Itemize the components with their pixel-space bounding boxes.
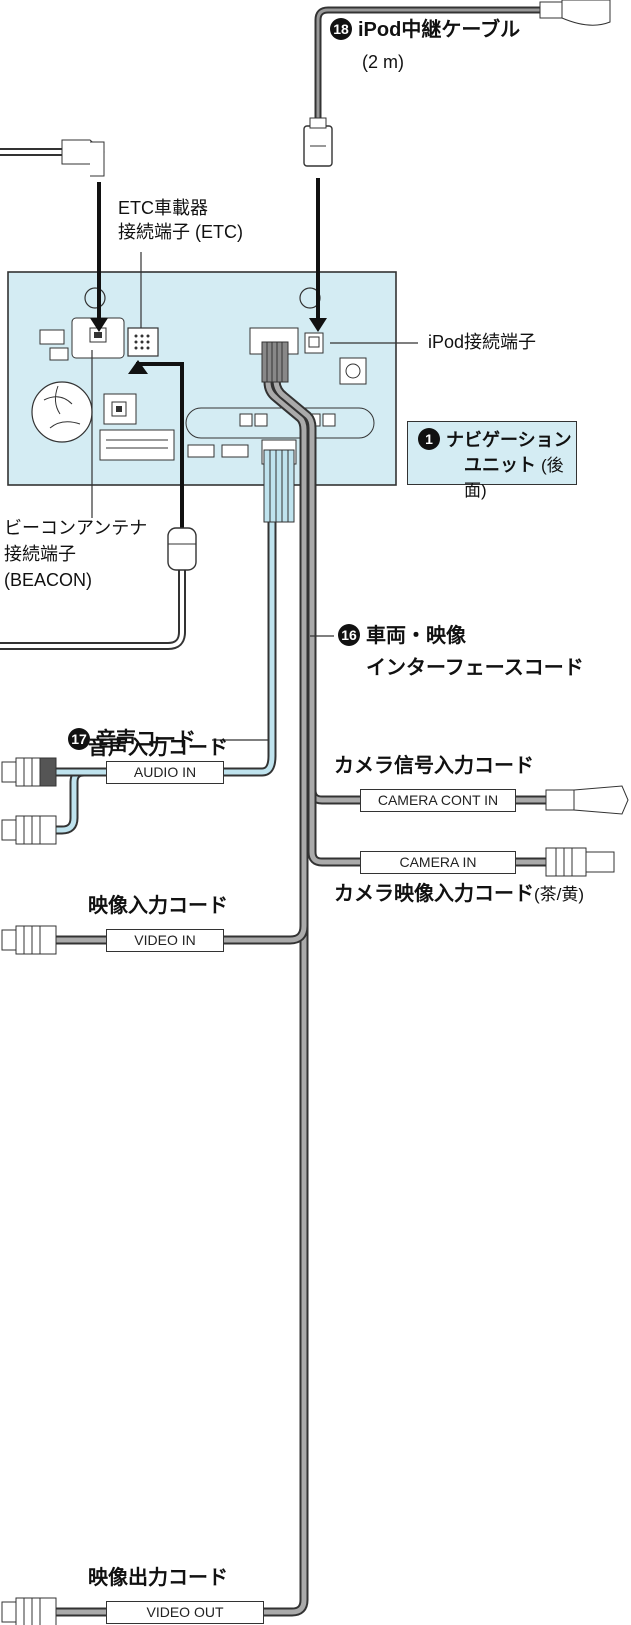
camera-cont-connector [516, 785, 629, 815]
audio-in-title: 音声入力コード [88, 737, 228, 759]
audio-cord-label: 17 音声コード [68, 728, 196, 752]
camera-video-note: (茶/黄) [534, 885, 585, 904]
vehicle-cord-line1: 車両・映像 [366, 625, 466, 647]
audio-cord-number: 17 [68, 728, 90, 750]
audio-cord [56, 449, 295, 835]
audio-in-tag: AUDIO IN [106, 761, 224, 784]
camera-video-title-wrap: カメラ映像入力コード(茶/黄) [334, 882, 584, 906]
ipod-insert-arrow [309, 178, 327, 332]
rca-plug-video-out [1, 1597, 106, 1625]
ipod-relay-cable [303, 0, 611, 167]
vehicle-cord-number: 16 [338, 624, 360, 646]
beacon-port-label-3: (BEACON) [4, 570, 93, 590]
ipod-port-label: iPod接続端子 [428, 332, 537, 352]
beacon-port-label-1: ビーコンアンテナ [4, 518, 148, 538]
unit-number: 1 [418, 428, 440, 450]
rca-plug-video-in [1, 925, 106, 955]
video-in-title: 映像入力コード [88, 895, 228, 917]
navigation-unit-label: 1 ナビゲーション ユニット (後面) [407, 421, 577, 500]
navigation-unit-back-panel [7, 271, 397, 486]
vehicle-cord-label-1: 16 車両・映像 [338, 624, 466, 648]
video-out-tag: VIDEO OUT [106, 1601, 264, 1624]
ipod-relay-cable-label: 18 iPod中継ケーブル [330, 18, 520, 42]
gps-cable [0, 139, 105, 177]
audio-cord-name: 音声コード [96, 729, 196, 751]
vehicle-cord-line2: インターフェースコード [366, 657, 584, 679]
camera-signal-title: カメラ信号入力コード [334, 755, 534, 777]
ipod-cable-name: iPod中継ケーブル [358, 19, 521, 41]
beacon-port-label-2: 接続端子 [4, 544, 76, 564]
video-in-tag: VIDEO IN [106, 929, 224, 952]
beacon-cable [0, 360, 197, 650]
etc-port-label-2: 接続端子 (ETC) [118, 222, 243, 242]
ipod-cable-number: 18 [330, 18, 352, 40]
camera-video-title: カメラ映像入力コード [334, 883, 534, 905]
video-out-title: 映像出力コード [88, 1567, 228, 1589]
gps-insert-arrow [90, 182, 108, 332]
etc-port-label-1: ETC車載器 [118, 198, 208, 218]
vehicle-interface-cord [224, 341, 360, 1617]
unit-title: ナビゲーション [446, 430, 572, 450]
camera-in-connector [516, 847, 615, 877]
unit-subtitle-note: (後面) [464, 456, 564, 501]
ipod-cable-length: (2 m) [362, 52, 404, 72]
camera-signal-tag: CAMERA CONT IN [360, 789, 516, 812]
camera-video-tag: CAMERA IN [360, 851, 516, 874]
rca-plug-audio-in-2 [1, 815, 57, 845]
rca-plug-audio-in-1 [1, 757, 57, 787]
unit-subtitle: ユニット [464, 455, 536, 476]
